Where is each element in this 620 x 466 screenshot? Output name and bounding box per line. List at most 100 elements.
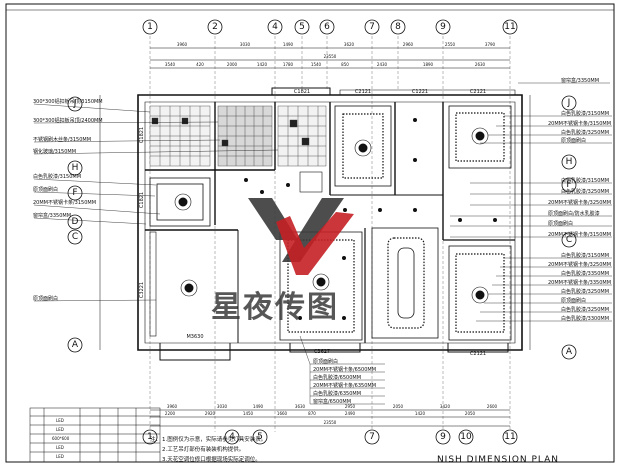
material-label: 原顶面刷白 xyxy=(33,295,58,302)
note-line: 2.工艺吊灯部份有装装机构提供。 xyxy=(162,445,244,453)
dim-total: 23550 xyxy=(324,420,337,425)
material-label: 白色乳胶漆/3150MM xyxy=(561,177,609,184)
axis-top-label: 7 xyxy=(369,22,375,32)
annotations-bottom: 原顶面刷白 20MM不锈钢卡条/6500MM 白色乳胶漆/6500MM 20MM… xyxy=(313,358,376,405)
dim-value: 1780 xyxy=(283,62,294,67)
dim-value: 1490 xyxy=(283,42,294,47)
window-tag: C2121 xyxy=(355,89,371,95)
axis-top-label: 8 xyxy=(395,22,401,32)
dim-value: 3540 xyxy=(165,62,176,67)
dim-value: 2960 xyxy=(403,42,414,47)
dim-value: 2920 xyxy=(205,411,216,416)
axis-left-label: H xyxy=(72,163,79,173)
axis-labels-left: A C D F H J xyxy=(72,99,79,350)
dim-value: 2950 xyxy=(345,404,356,409)
axis-left-label: J xyxy=(73,99,77,109)
watermark-text: 星夜传图 xyxy=(211,290,339,325)
bottom-dimension-lines xyxy=(150,409,510,427)
material-label: 窗帘盒/6500MM xyxy=(313,398,351,405)
ceiling-tray-rooms xyxy=(149,105,512,341)
dim-value: 1540 xyxy=(311,62,322,67)
dim-value: 3030 xyxy=(217,404,228,409)
material-label: 不锈钢刷木丝条/3150MM xyxy=(33,136,91,143)
material-label: 原顶面刷白 xyxy=(33,186,58,193)
material-label: 原顶面刷白 xyxy=(561,137,586,144)
material-label: 原顶面刷白 xyxy=(548,220,573,227)
dim-value: 2430 xyxy=(377,62,388,67)
axis-left-label: A xyxy=(72,340,79,350)
window-tag: C3221 xyxy=(139,282,145,298)
material-label: 白色乳胶漆/3350MM xyxy=(561,270,609,277)
material-label: 20MM不锈钢卡条/3250MM xyxy=(548,261,611,268)
axis-bottom-label: 4 xyxy=(229,432,235,442)
material-label: 钢化玻璃/3150MM xyxy=(33,148,76,155)
legend-table xyxy=(29,407,161,463)
axis-top-label: 9 xyxy=(440,22,446,32)
axis-labels-bottom: 1 4 5 7 9 10 11 xyxy=(147,432,516,442)
axis-markers-top xyxy=(142,19,518,35)
axis-left-label: D xyxy=(72,217,79,227)
axis-right-label: C xyxy=(566,235,572,245)
material-label: 20MM不锈钢卡条/6500MM xyxy=(313,366,376,373)
material-label: 20MM不锈钢卡条/3150MM xyxy=(33,199,96,206)
dim-value: 3620 xyxy=(344,42,355,47)
axis-labels-right: A C F H J xyxy=(566,98,573,357)
dim-total: 23550 xyxy=(324,54,337,59)
material-label: 白色乳胶漆/6500MM xyxy=(313,374,361,381)
window-tag: C2121 xyxy=(470,351,486,357)
legend-cell: LED xyxy=(56,445,64,450)
axis-bottom-label: 9 xyxy=(440,432,446,442)
material-label: 300*300铝扣板吊顶/2400MM xyxy=(33,117,103,124)
material-label: 20MM不锈钢卡条/6350MM xyxy=(313,382,376,389)
material-label: 白色乳胶漆/3150MM xyxy=(561,110,609,117)
dim-value: 3960 xyxy=(167,404,178,409)
leader-lines-bottom xyxy=(299,335,385,405)
axis-labels-top: 1 2 4 5 6 7 8 9 11 xyxy=(147,22,516,32)
legend-cell: LED xyxy=(56,418,64,423)
axis-bottom-label: 1 xyxy=(147,432,153,442)
dim-value: 1450 xyxy=(243,411,254,416)
axis-top-label: 5 xyxy=(299,22,305,32)
axis-bottom-label: 10 xyxy=(460,432,472,442)
axis-markers-bottom xyxy=(142,429,518,445)
legend-cell: 600*600 xyxy=(52,436,70,441)
sheet-border xyxy=(5,3,615,463)
axis-right-label: J xyxy=(567,98,571,108)
axis-markers-right xyxy=(561,95,577,360)
dim-value: 1490 xyxy=(253,404,264,409)
window-tag: C3627 xyxy=(314,349,330,355)
building-outline xyxy=(137,87,523,361)
window-tag: C1821 xyxy=(139,192,145,208)
axis-right-label: H xyxy=(566,157,573,167)
axis-left-label: F xyxy=(72,188,77,198)
material-label: 白色乳胶漆/3250MM xyxy=(561,129,609,136)
dim-value: 3630 xyxy=(295,404,306,409)
material-label: 白色乳胶漆/3300MM xyxy=(561,315,609,322)
legend-cell: LED xyxy=(56,454,64,459)
dim-value: 3790 xyxy=(485,42,496,47)
drawing-notes: 注： 1.图例仅为示意，实际请参见灯具安装表。 2.工艺吊灯部份有装装机构提供。… xyxy=(150,435,266,463)
legend-cell: LED xyxy=(56,427,64,432)
window-door-tags: C1821 C2121 C1221 C2121 C1821 C1821 C322… xyxy=(139,89,486,357)
leader-lines-left xyxy=(33,103,279,302)
axis-top-label: 11 xyxy=(504,22,515,32)
notes-title: 注： xyxy=(150,435,161,443)
dim-value: 1660 xyxy=(277,411,288,416)
axis-bottom-label: 11 xyxy=(504,432,515,442)
axis-top-label: 4 xyxy=(272,22,278,32)
dim-value: 2550 xyxy=(445,42,456,47)
dim-value: 420 xyxy=(196,62,204,67)
window-tag: C1821 xyxy=(139,127,145,143)
top-dimensions: 3960 3030 1490 3620 2960 2550 3790 23550… xyxy=(165,42,496,67)
material-label: 20MM不锈钢卡条/3350MM xyxy=(548,279,611,286)
tiled-ceiling-area xyxy=(149,105,327,167)
note-line: 3.天花空调位修口根据现场实际定调位。 xyxy=(162,455,261,463)
dim-value: 3030 xyxy=(240,42,251,47)
leader-lines-right xyxy=(450,82,612,322)
annotations-right: 窗帘盒/3350MM 白色乳胶漆/3150MM 20MM不锈钢卡条/3150MM… xyxy=(548,77,611,322)
material-label: 原顶面刷白 xyxy=(561,297,586,304)
material-label: 窗帘盒/3350MM xyxy=(33,212,71,219)
dim-value: 3960 xyxy=(177,42,188,47)
axis-top-label: 1 xyxy=(147,22,153,32)
